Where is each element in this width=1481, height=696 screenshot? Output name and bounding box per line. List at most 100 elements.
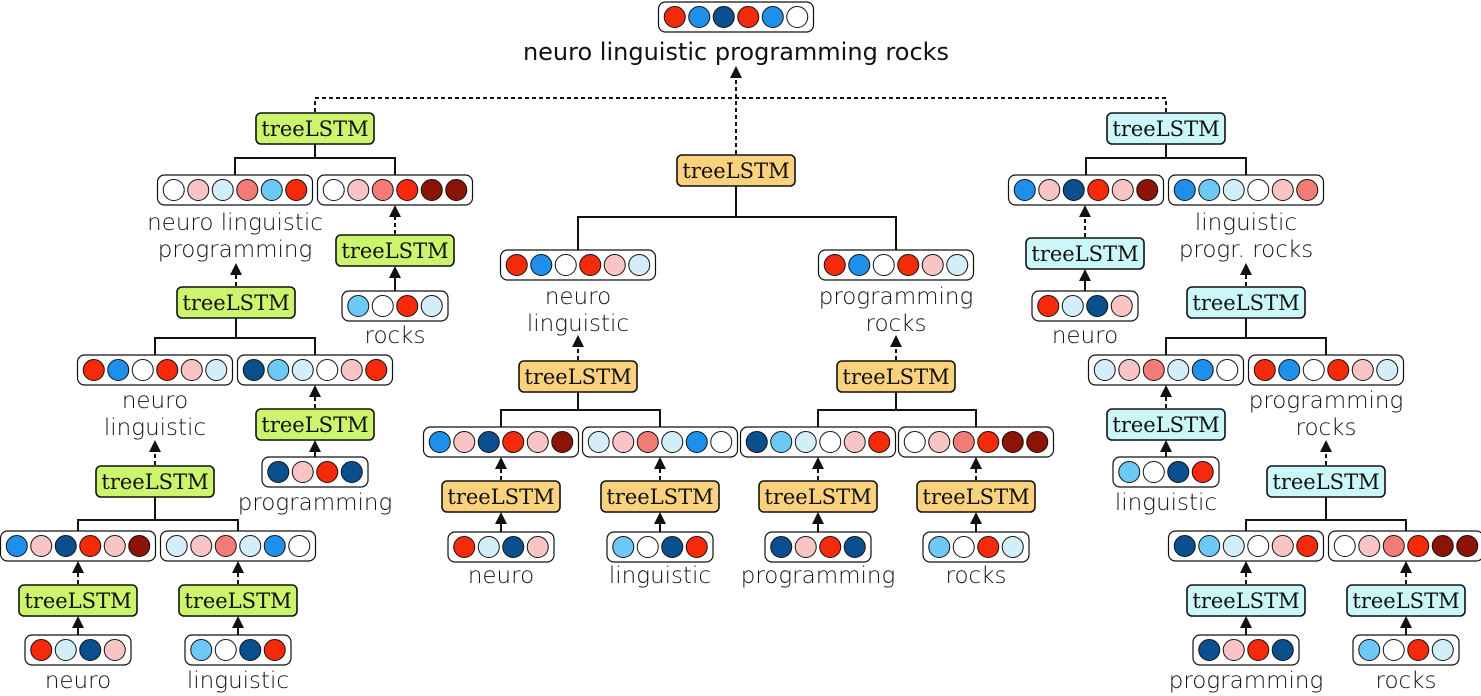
vector-cell-white	[1216, 359, 1239, 381]
vector-cell-pink	[340, 359, 363, 381]
vector-cell-red	[156, 359, 179, 381]
vector-cell-lightblue	[661, 431, 684, 453]
vector-cell-red	[263, 639, 286, 661]
vector-cell-blue	[263, 535, 286, 557]
vector-cell-red	[502, 431, 525, 453]
vector-cell-red	[30, 639, 53, 661]
treelstm-box	[1186, 286, 1306, 319]
treelstm-box	[178, 584, 298, 617]
vector-cell-blue	[1013, 179, 1036, 201]
vector-cell-darkred	[1001, 431, 1024, 453]
vector-cell-white	[786, 6, 809, 28]
vector-cell-pink	[1358, 535, 1381, 557]
vector-cell-skyblue	[1198, 179, 1221, 201]
right-treelstm-linguistic: treeLSTM	[1106, 408, 1226, 441]
middle-vector-M1	[499, 249, 657, 281]
treelstm-label: treeLSTM	[261, 413, 368, 437]
vector-cell-red	[868, 431, 891, 453]
vector-cell-lightblue	[477, 536, 500, 558]
vector-cell-white	[1142, 461, 1165, 483]
vector-cell-darkred	[1456, 535, 1479, 557]
right-treelstm-pr: treeLSTM	[1266, 465, 1386, 498]
right-treelstm-programming: treeLSTM	[1186, 584, 1306, 617]
treelstm-box	[836, 360, 956, 393]
left-treelstm-programming: treeLSTM	[255, 408, 375, 441]
vector-cell-lightblue	[165, 535, 188, 557]
vector-cell-skyblue	[267, 359, 290, 381]
vector-cell-skyblue	[260, 179, 283, 201]
vector-cell-red	[1407, 639, 1430, 661]
vector-cell-white	[952, 536, 975, 558]
word-label: neuro	[45, 668, 111, 694]
vector-cell-red	[1327, 359, 1350, 381]
middle-root-treelstm: treeLSTM	[676, 154, 796, 187]
vector-cell-pink	[1118, 359, 1141, 381]
vector-frame	[24, 634, 132, 666]
left-treelstm-neuro: treeLSTM	[18, 584, 138, 617]
phrase-label: neuro linguistic	[147, 210, 323, 236]
treelstm-label: treeLSTM	[341, 239, 448, 263]
edges	[72, 66, 1412, 635]
vector-cell-pink	[1110, 295, 1133, 317]
vector-cell-blue	[5, 535, 28, 557]
treelstm-label: treeLSTM	[1112, 117, 1219, 141]
right-treelstm-lpr: treeLSTM	[1186, 286, 1306, 319]
treelstm-box	[176, 286, 296, 319]
vector-cell-lightblue	[1093, 359, 1116, 381]
vector-cell-lightblue	[211, 179, 234, 201]
vector-cell-blue	[1278, 359, 1301, 381]
middle-vector-M3	[422, 426, 580, 458]
vector-cell-lightblue	[1001, 536, 1024, 558]
vector-cell-lightblue	[239, 535, 262, 557]
left-vector-neuro	[24, 634, 132, 666]
vector-cell-white	[371, 295, 394, 317]
left-vector-programming	[261, 456, 369, 488]
vector-cell-white	[1333, 535, 1356, 557]
right-vector-neuro	[1031, 290, 1139, 322]
vector-cell-pink	[1271, 535, 1294, 557]
word-label: programming	[741, 563, 896, 589]
phrase-label: programming	[819, 284, 974, 310]
vector-cell-pink	[603, 254, 626, 276]
vector-cell-pink	[843, 431, 866, 453]
vector-cell-blue	[688, 6, 711, 28]
treelstm-box	[1186, 584, 1306, 617]
vector-cell-navy	[1167, 461, 1190, 483]
split-connector	[1165, 337, 1327, 355]
vector-cell-red	[1191, 461, 1214, 483]
vector-cell-navy	[340, 461, 363, 483]
vector-cell-salmon	[636, 431, 659, 453]
vector-cell-salmon	[236, 179, 259, 201]
vector-cell-pink	[928, 431, 951, 453]
vector-cell-salmon	[952, 431, 975, 453]
treelstm-label: treeLSTM	[24, 589, 131, 613]
vector-cell-navy	[1062, 179, 1085, 201]
vector-frame	[606, 531, 714, 563]
treelstm-label: treeLSTM	[182, 291, 289, 315]
right-vector-programming	[1192, 634, 1300, 666]
left-vector-L8	[159, 530, 317, 562]
left-vector-L2	[316, 174, 474, 206]
vector-cell-blue	[428, 431, 451, 453]
vector-frame	[261, 456, 369, 488]
vector-cell-red	[1037, 295, 1060, 317]
vector-cell-white	[819, 431, 842, 453]
vector-frame	[1112, 456, 1220, 488]
vector-cell-pink	[453, 431, 476, 453]
split-connector	[154, 337, 316, 355]
vector-cell-navy	[242, 359, 265, 381]
word-label: linguistic	[1115, 490, 1217, 516]
vector-cell-white	[214, 639, 237, 661]
vector-cell-red	[663, 6, 686, 28]
treelstm-label: treeLSTM	[524, 365, 631, 389]
vector-cell-white	[903, 431, 926, 453]
vector-cell-red	[396, 179, 419, 201]
vector-cell-lightblue	[1222, 179, 1245, 201]
vector-cell-red	[897, 254, 920, 276]
vector-cell-white	[554, 254, 577, 276]
vector-cell-skyblue	[1198, 535, 1221, 557]
vector-cell-darkred	[1136, 179, 1159, 201]
vector-cell-darkred	[551, 431, 574, 453]
treelstm-label: treeLSTM	[1192, 589, 1299, 613]
middle-vector-M4	[581, 426, 739, 458]
